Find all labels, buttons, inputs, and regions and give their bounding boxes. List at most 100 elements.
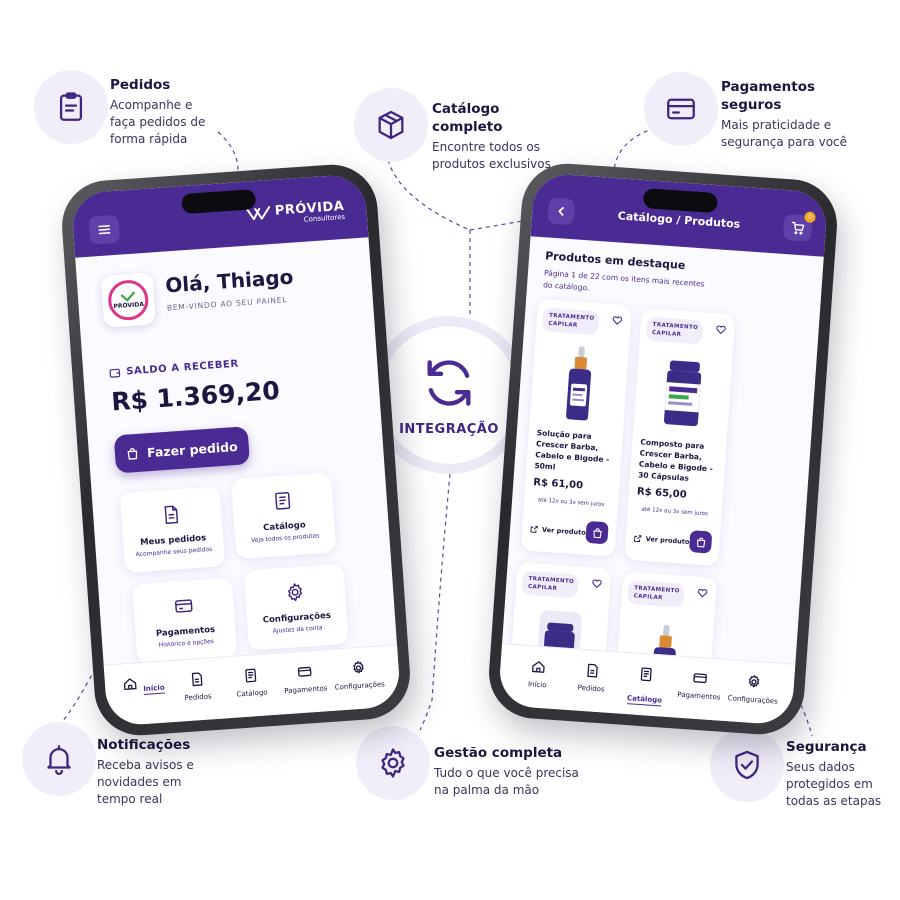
phone-catalog: Catálogo / Produtos 0 Produtos em destaq… [485, 160, 841, 738]
logo-check-icon [120, 291, 135, 302]
catalog-tab-icon [640, 667, 652, 682]
place-order-button[interactable]: Fazer pedido [113, 426, 251, 474]
dashboard-app-bar: PRÓVIDA Consultores [70, 173, 369, 258]
sync-icon [427, 359, 471, 406]
bag-icon [127, 447, 138, 460]
integration-hub: INTEGRAÇÃO [370, 316, 528, 474]
balance-label-text: SALDO A RECEBER [125, 358, 240, 378]
feature-notificacoes-desc-1: Receba avisos e [97, 758, 194, 772]
heart-icon[interactable] [612, 314, 624, 326]
bell-icon [22, 722, 96, 796]
feature-notificacoes-desc-3: tempo real [97, 792, 163, 806]
tab-pedidos[interactable]: Pedidos [168, 669, 226, 703]
tab-pedidos-label: Pedidos [577, 683, 605, 694]
tab-configuracoes[interactable]: Configurações [725, 672, 783, 706]
box-icon [354, 88, 428, 162]
tile-payments[interactable]: Pagamentos Histórico e opções [132, 577, 238, 665]
phone-dashboard: PRÓVIDA Consultores PRÓVIDA Olá, Thiago … [58, 161, 414, 739]
cart-button[interactable]: 0 [782, 211, 816, 242]
tab-catalogo[interactable]: Catálogo [222, 666, 280, 700]
tab-inicio[interactable]: Início [115, 673, 172, 697]
document-icon [164, 505, 179, 525]
add-to-cart-button[interactable] [585, 520, 609, 545]
category-badge: TRATAMENTO CAPILAR [645, 316, 704, 345]
tab-pagamentos[interactable]: Pagamentos [276, 662, 334, 696]
tile-settings[interactable]: Configurações Ajustes da conta [243, 563, 349, 651]
feature-gestao-title: Gestão completa [434, 745, 563, 761]
tab-catalogo-label: Catálogo [626, 694, 663, 707]
home-icon [532, 661, 545, 673]
feature-seguranca-desc-1: Seus dados [786, 760, 855, 774]
feature-pagamentos-desc-2: segurança para você [721, 135, 848, 149]
tab-inicio-label: Início [143, 683, 166, 696]
external-link-icon [530, 525, 538, 533]
feature-notificacoes-title: Notificações [97, 737, 191, 753]
brand-mark-icon [245, 206, 270, 221]
add-to-cart-button[interactable] [688, 530, 713, 554]
catalog-app-bar: Catálogo / Produtos 0 [530, 172, 829, 257]
heart-icon[interactable] [697, 587, 709, 599]
tab-inicio[interactable]: Início [509, 657, 567, 691]
catalog-screen: Catálogo / Produtos 0 Produtos em destaq… [497, 172, 829, 726]
product-card[interactable]: TRATAMENTO CAPILAR Solução para Crescer … [520, 298, 632, 557]
product-price: R$ 65,00 [636, 486, 687, 501]
feature-pedidos-desc-3: forma rápida [110, 132, 188, 146]
product-name: Solução para Crescer Barba, Cabelo e Big… [534, 427, 617, 476]
capsule-jar-image [664, 360, 702, 427]
feature-pagamentos-desc-1: Mais praticidade e [721, 118, 832, 132]
dashboard-screen: PRÓVIDA Consultores PRÓVIDA Olá, Thiago … [70, 173, 402, 727]
product-installments: até 12x ou 3x sem juros [537, 497, 605, 509]
feature-catalogo-title-2: completo [432, 119, 503, 135]
payment-icon [693, 673, 707, 684]
feature-catalogo-desc-2: produtos exclusivos [432, 157, 551, 171]
feature-catalogo-title-1: Catálogo [432, 101, 500, 117]
dashboard-tab-bar: Início Pedidos Catálogo Pagamentos Confi… [103, 644, 402, 727]
brand-logo: PRÓVIDA Consultores [245, 199, 345, 226]
shield-check-icon [710, 728, 784, 802]
tab-configuracoes-label: Configurações [727, 694, 779, 706]
category-badge: TRATAMENTO CAPILAR [541, 307, 600, 336]
back-button[interactable] [547, 197, 576, 226]
view-product-label: Ver produto [541, 525, 586, 537]
tile-my-orders[interactable]: Meus pedidos Acompanhe seus pedidos [119, 486, 226, 574]
product-price: R$ 61,00 [532, 477, 584, 492]
product-name: Composto para Crescer Barba, Cabelo e Bi… [638, 436, 721, 485]
bag-icon [593, 527, 602, 538]
feature-catalogo-desc-1: Encontre todos os [432, 140, 540, 154]
product-installments: até 12x ou 3x sem juros [641, 506, 709, 518]
orders-icon [191, 672, 203, 687]
feature-pagamentos-title-2: seguros [721, 97, 782, 113]
feature-gestao-desc-1: Tudo o que você precisa [434, 766, 579, 780]
tab-pagamentos[interactable]: Pagamentos [671, 668, 729, 702]
clipboard-icon [34, 70, 108, 144]
hamburger-icon [98, 225, 111, 235]
tab-catalogo[interactable]: Catálogo [616, 664, 675, 707]
feature-pedidos-desc-2: faça pedidos de [110, 115, 206, 129]
feature-seguranca-desc-3: todas as etapas [786, 794, 882, 808]
feature-pedidos-title: Pedidos [110, 77, 171, 93]
feature-pedidos-desc-1: Acompanhe e [110, 98, 193, 112]
heart-icon[interactable] [591, 577, 603, 589]
home-icon [123, 678, 137, 690]
card-icon [174, 599, 193, 613]
heart-icon[interactable] [715, 323, 727, 335]
view-product-link[interactable]: Ver produto [633, 534, 690, 546]
feature-pagamentos-title-1: Pagamentos [721, 79, 816, 95]
integration-label: INTEGRAÇÃO [399, 421, 499, 437]
tab-pedidos[interactable]: Pedidos [563, 661, 621, 695]
tab-configuracoes[interactable]: Configurações [330, 658, 388, 692]
category-badge: TRATAMENTO CAPILAR [627, 579, 685, 608]
tab-configuracoes-label: Configurações [334, 680, 386, 692]
category-badge: TRATAMENTO CAPILAR [521, 570, 580, 599]
feature-notificacoes-desc-2: novidades em [97, 775, 182, 789]
tab-pagamentos-label: Pagamentos [284, 684, 328, 696]
view-product-link[interactable]: Ver produto [530, 525, 586, 537]
credit-card-icon [644, 72, 718, 146]
balance-label: SALDO A RECEBER [109, 359, 239, 379]
product-card[interactable]: TRATAMENTO CAPILAR Composto para Crescer… [624, 308, 736, 567]
catalog-tab-icon [245, 668, 257, 683]
balance-value: R$ 1.369,20 [110, 375, 281, 417]
menu-button[interactable] [88, 214, 121, 245]
tile-catalog[interactable]: Catálogo Veja todos os produtos [231, 472, 337, 560]
catalog-icon [275, 492, 291, 510]
